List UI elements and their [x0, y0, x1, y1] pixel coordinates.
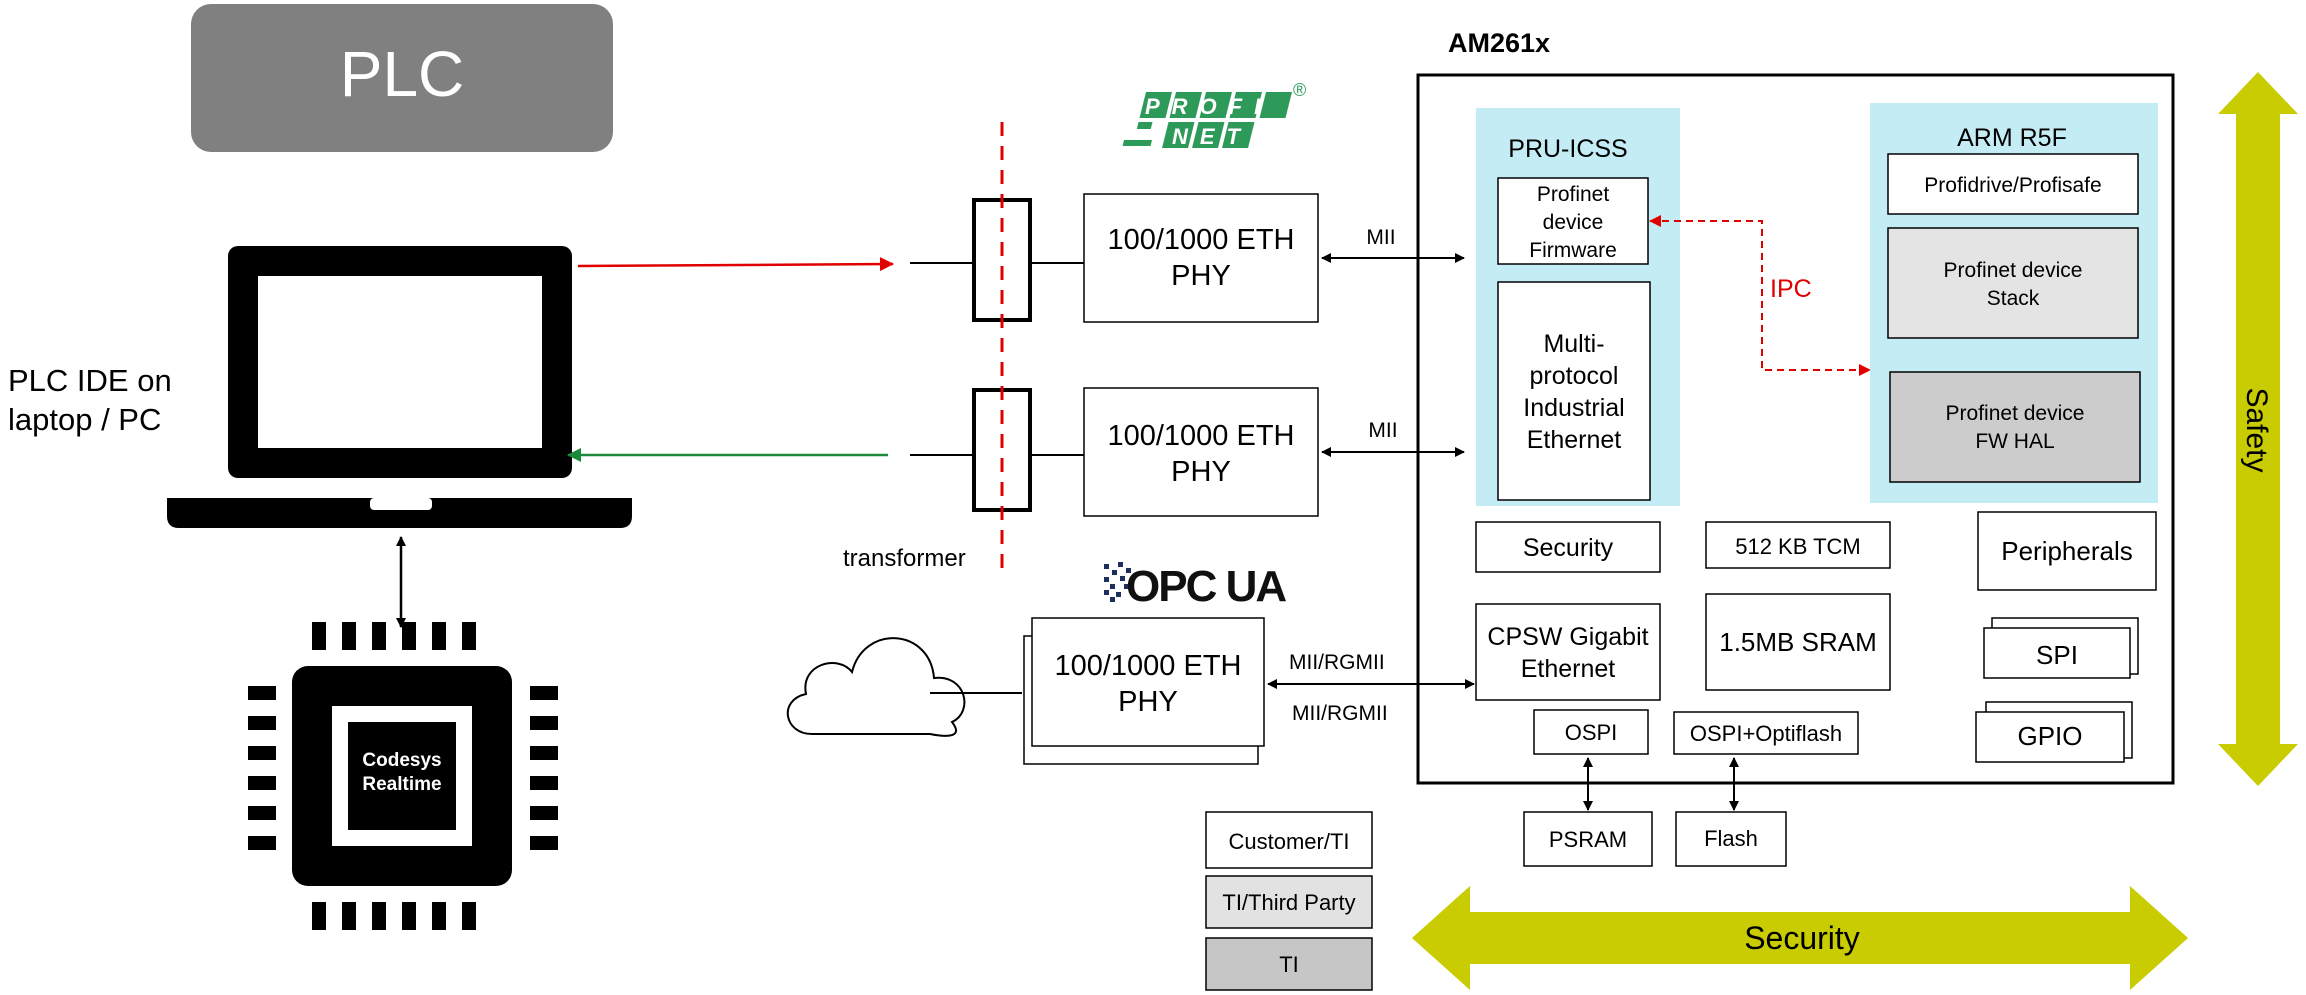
arm-stack-block [1887, 227, 2139, 339]
legend-third-party-swatch [1205, 875, 1373, 929]
chip-icon [248, 622, 558, 930]
legend-third-party: TI/Third Party [1222, 890, 1355, 915]
cpsw-block: CPSW Gigabit Ethernet [1475, 603, 1661, 701]
laptop-icon [167, 246, 632, 528]
arm-title: ARM R5F [1957, 124, 2067, 152]
sram-block: 1.5MB SRAM [1705, 593, 1891, 691]
legend-customer-ti-swatch [1205, 811, 1373, 869]
security-arrow [1412, 886, 2188, 990]
sram-block-label: 1.5MB SRAM [1719, 627, 1877, 657]
opcua-logo-text: OPC UA [1126, 562, 1286, 611]
tcm-block-label: 512 KB TCM [1735, 534, 1861, 559]
gpio-block: GPIO [1975, 701, 2133, 763]
profinet-logo-line2: NET [1172, 124, 1252, 149]
security-arrow-label: Security [1744, 920, 1860, 956]
arm-r5f: ARM R5F Profidrive/Profisafe Profinet de… [1870, 103, 2158, 503]
arm-hal-line2: FW HAL [1975, 430, 2054, 453]
safety-arrow [2218, 72, 2298, 786]
phy-2-line1: 100/1000 ETH [1107, 420, 1294, 452]
pru-title: PRU-ICSS [1508, 135, 1627, 163]
cpsw-line2: Ethernet [1521, 655, 1616, 683]
ipc-link [1649, 215, 1871, 376]
arm-stack-line2: Stack [1987, 287, 2040, 310]
phy-2: 100/1000 ETH PHY [1083, 387, 1319, 517]
arm-profidrive-block [1887, 153, 2139, 215]
pru-mpie-line1: Multi- [1543, 330, 1604, 358]
legend-ti-swatch [1205, 937, 1373, 991]
flash-block: Flash [1675, 811, 1787, 867]
soc-title: AM261x [1448, 28, 1550, 58]
pru-mpie-line4: Ethernet [1527, 426, 1622, 454]
security-block: Security [1475, 521, 1661, 573]
legend: Customer/TI TI/Third Party TI [1205, 811, 1373, 991]
legend-customer-ti: Customer/TI [1228, 829, 1349, 854]
legend-ti: TI [1279, 952, 1299, 977]
laptop-caption-line2: laptop / PC [8, 402, 161, 437]
psram-block-label: PSRAM [1549, 827, 1627, 852]
pru-firmware-line1: Profinet [1537, 183, 1610, 206]
arm-stack-line1: Profinet device [1944, 259, 2083, 282]
transformer-bottom [910, 388, 1084, 512]
plc-box: PLC [191, 4, 613, 152]
ospi-optiflash-block: OSPI+Optiflash [1673, 711, 1859, 755]
cpsw-line1: CPSW Gigabit [1487, 623, 1648, 651]
arm-hal-block [1889, 371, 2141, 483]
pru-firmware-line3: Firmware [1529, 239, 1617, 262]
profinet-registered-mark: ® [1293, 80, 1306, 100]
pru-icss: PRU-ICSS Profinet device Firmware Multi-… [1476, 108, 1680, 506]
ospi-block: OSPI [1533, 709, 1649, 755]
phy-3: 100/1000 ETH PHY [1023, 617, 1265, 765]
phy-3-link-label2: MII/RGMII [1292, 702, 1388, 725]
chip-label-line1: Codesys [362, 750, 441, 771]
profinet-logo: PROFI NET ® [1122, 80, 1306, 149]
phy-1-mii-label: MII [1366, 226, 1395, 249]
pru-firmware-line2: device [1543, 211, 1604, 234]
tx-link-arrow [577, 257, 894, 272]
peripherals-block: Peripherals [1977, 511, 2157, 591]
phy-3-line2: PHY [1118, 686, 1178, 718]
peripherals-block-label: Peripherals [2001, 536, 2133, 566]
laptop-caption-line1: PLC IDE on [8, 363, 172, 398]
phy-2-mii-label: MII [1368, 419, 1397, 442]
arm-profidrive-label: Profidrive/Profisafe [1924, 174, 2101, 197]
phy-3-line1: 100/1000 ETH [1054, 650, 1241, 682]
spi-block-label: SPI [2036, 640, 2078, 670]
pru-mpie-line3: Industrial [1523, 394, 1624, 422]
gpio-block-label: GPIO [2017, 721, 2082, 751]
phy-1: 100/1000 ETH PHY [1083, 193, 1319, 323]
phy-1-line2: PHY [1171, 260, 1231, 292]
flash-block-label: Flash [1704, 826, 1758, 851]
phy-3-link-label1: MII/RGMII [1289, 651, 1385, 674]
chip-label-line2: Realtime [362, 774, 441, 795]
tcm-block: 512 KB TCM [1705, 521, 1891, 569]
arm-hal-line1: Profinet device [1946, 402, 2085, 425]
ipc-label: IPC [1770, 275, 1812, 303]
transformer-label: transformer [843, 545, 966, 572]
transformer-top [910, 198, 1084, 322]
profinet-logo-line1: PROFI [1145, 94, 1272, 119]
ospi-optiflash-block-label: OSPI+Optiflash [1690, 721, 1842, 746]
phy-1-line1: 100/1000 ETH [1107, 224, 1294, 256]
pru-firmware-block [1497, 177, 1649, 265]
security-block-label: Security [1523, 534, 1614, 562]
spi-block: SPI [1983, 617, 2139, 679]
opcua-logo: OPC UA [1104, 562, 1288, 611]
cloud-icon [786, 637, 966, 737]
phy-2-line2: PHY [1171, 456, 1231, 488]
psram-block: PSRAM [1523, 811, 1653, 867]
pru-mpie-block [1497, 281, 1651, 501]
ospi-block-label: OSPI [1565, 720, 1618, 745]
pru-mpie-line2: protocol [1530, 362, 1619, 390]
plc-label: PLC [340, 38, 465, 110]
soc-boundary [1416, 73, 2175, 785]
safety-label: Safety [2240, 387, 2273, 472]
